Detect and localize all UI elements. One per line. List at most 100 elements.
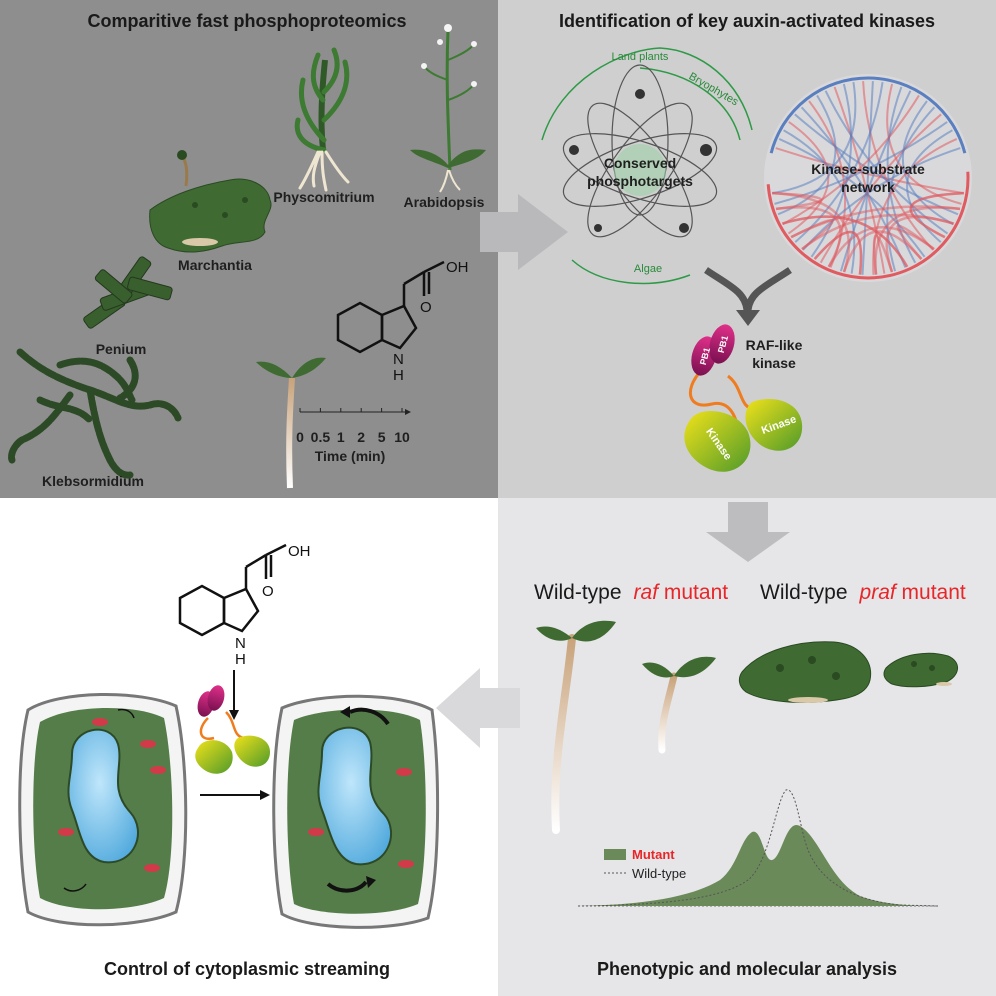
network-chord [819,113,942,264]
network-chord [861,81,874,275]
marchantia-icon [149,150,272,253]
network-line2: network [841,179,895,195]
physcomitrium-icon [294,47,350,192]
genotype-raf: raf [634,581,661,604]
network-chord [824,90,949,235]
legend-mutant: Mutant [632,847,675,862]
kinase-substrate-network [764,74,972,282]
distribution-plot [577,789,939,907]
wildtype-seedling-icon [536,620,616,834]
network-rim-arc [766,171,970,280]
network-rim-arc [769,76,967,154]
top-right-title: Identification of key auxin-activated ki… [559,11,935,31]
mutant-distribution [578,824,938,906]
auxin-molecule-bottom-icon [178,543,287,637]
time-axis-label: Time (min) [315,448,386,464]
legend-wildtype: Wild-type [632,866,686,881]
network-chord [802,147,961,251]
network-chord [810,83,853,258]
network-chord [794,113,959,216]
network-chord [772,191,823,211]
venn-land-plants: Land plants [612,51,669,63]
auxin-h: H [393,367,404,384]
seedling-icon [256,357,326,489]
genotype-praf: praf [859,581,898,604]
down-arrow-head-icon [229,710,239,720]
time-tick-label: 0.5 [311,429,331,445]
label-penium: Penium [96,341,147,357]
auxin-o: O [420,299,432,316]
bottom-left-title: Control of cytoplasmic streaming [104,959,390,979]
network-chord [813,230,863,275]
cell-before-icon [18,692,188,927]
arrow-right-icon [480,194,568,270]
land-plants-arc [541,47,753,141]
arrow-left-icon [436,668,520,748]
auxin-bottom-o: O [262,583,274,600]
genotype-row-2: Wild-type praf mutant [760,581,966,604]
network-chord [800,106,907,268]
venn-diagram [541,47,753,285]
network-line1: Kinase-substrate [811,161,925,177]
cell-after-icon [272,694,440,929]
auxin-oh: OH [446,259,469,276]
bryophytes-arc [639,67,741,141]
klebsormidium-icon [8,348,182,479]
network-chord [885,215,954,273]
penium-icon [83,256,173,329]
pb1-b: PB1 [716,335,730,355]
converge-right-icon [744,267,792,311]
top-left-title: Comparitive fast phosphoproteomics [87,11,406,31]
arabidopsis-icon [410,24,486,193]
arrow-down-icon [706,502,790,562]
venn-algae: Algae [634,263,662,275]
network-chord [782,94,920,226]
network-chord [778,138,926,258]
network-chord [886,83,962,205]
time-tick-label: 2 [357,429,365,445]
genotype-praf-mutant: mutant [896,581,966,604]
raf-label-line2: kinase [752,355,796,371]
praf-marchantia-icon [883,652,958,688]
raf-label-line1: RAF-like [746,337,803,353]
label-klebsormidium: Klebsormidium [42,473,144,489]
network-chord [886,106,936,272]
auxin-bottom-n: N [235,635,246,652]
wildtype-marchantia-icon [738,641,872,703]
network-chord [827,226,935,268]
venn-center-line1: Conserved [604,155,676,171]
label-arabidopsis: Arabidopsis [404,194,485,210]
genotype-raf-mutant: mutant [658,581,728,604]
time-axis [300,409,411,415]
network-chord [901,100,954,226]
legend-mutant-swatch [604,849,626,860]
genotype-wt2: Wild-type [760,581,848,604]
auxin-bottom-h: H [235,651,246,668]
auxin-molecule-icon [336,260,445,354]
raf-seedling-icon [642,656,716,754]
network-chord [833,86,886,274]
network-chord [790,205,961,239]
top-left-panel [0,0,498,498]
pb1-a: PB1 [698,347,712,367]
network-chord [782,215,909,268]
small-kinase-icon [195,685,270,774]
network-chord [774,121,948,205]
wildtype-distribution [577,789,939,907]
raf-kinase-icon [684,324,803,472]
auxin-bottom-oh: OH [288,543,311,560]
auxin-n: N [393,351,404,368]
time-tick-label: 5 [378,429,386,445]
time-tick-label: 1 [337,429,345,445]
time-tick-label: 10 [394,429,410,445]
bottom-right-title: Phenotypic and molecular analysis [597,959,897,979]
algae-arc [571,259,691,285]
bottom-right-panel [498,498,996,996]
converge-arrow-head-icon [736,310,760,326]
venn-center-line2: phosphotargets [587,173,693,189]
time-tick-label: 0 [296,429,304,445]
label-marchantia: Marchantia [178,257,252,273]
network-chord [872,234,894,275]
network-chord [772,81,857,195]
